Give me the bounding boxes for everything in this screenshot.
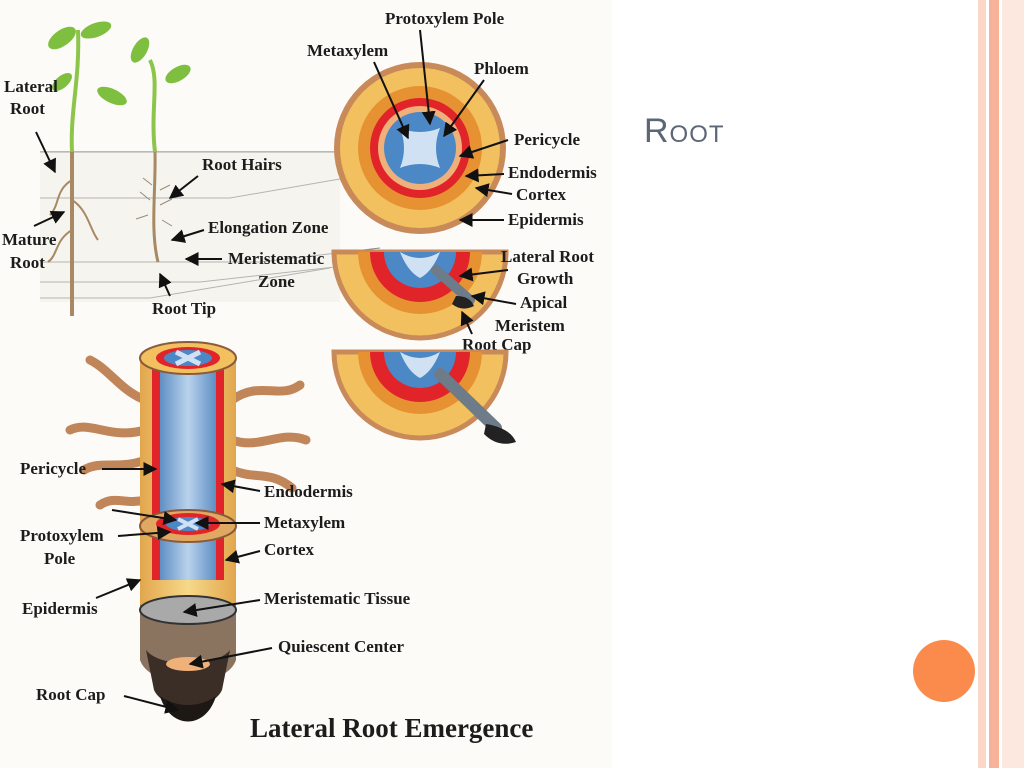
decorative-stripe-1	[978, 0, 986, 768]
slide-title: Root	[644, 112, 725, 150]
label-quiescent-center: Quiescent Center	[278, 637, 405, 656]
label-root-tip: Root Tip	[152, 299, 216, 318]
label-metaxylem-top: Metaxylem	[307, 41, 388, 60]
half-section-illustration: Lateral Root Growth Apical Meristem Root…	[331, 247, 594, 444]
label-elongation-zone: Elongation Zone	[208, 218, 329, 237]
label-metaxylem-bottom: Metaxylem	[264, 513, 345, 532]
diagram-title: Lateral Root Emergence	[250, 713, 533, 743]
label-apical-meristem-line1: Apical	[520, 293, 568, 312]
diagram-svg: Lateral Root Root Hairs Elongation Zone …	[2, 9, 597, 743]
label-meristematic-zone-line2: Zone	[258, 272, 295, 291]
label-epidermis-top: Epidermis	[508, 210, 584, 229]
decorative-circle	[913, 640, 975, 702]
label-lateral-root-growth-line2: Growth	[517, 269, 574, 288]
decorative-stripe-3	[989, 0, 999, 768]
label-mature-root-line1: Mature	[2, 230, 57, 249]
label-mature-root-line2: Root	[10, 253, 45, 272]
label-lateral-root-growth-line1: Lateral Root	[501, 247, 594, 266]
label-protoxylem-pole-bottom-line1: Protoxylem	[20, 526, 104, 545]
label-cortex-bottom: Cortex	[264, 540, 315, 559]
longitudinal-root-illustration: Pericycle Endodermis Metaxylem Protoxyle…	[20, 341, 411, 722]
label-meristematic-tissue: Meristematic Tissue	[264, 589, 411, 608]
label-root-cap-top: Root Cap	[462, 335, 531, 354]
root-diagram: Lateral Root Root Hairs Elongation Zone …	[2, 9, 598, 743]
seedling-illustration: Lateral Root Root Hairs Elongation Zone …	[2, 21, 381, 318]
label-pericycle-top: Pericycle	[514, 130, 581, 149]
cross-section-illustration: Protoxylem Pole Metaxylem Phloem Pericyc…	[307, 9, 597, 234]
label-phloem: Phloem	[474, 59, 529, 78]
label-epidermis-bottom: Epidermis	[22, 599, 98, 618]
label-lateral-root-line1: Lateral	[4, 77, 58, 96]
label-apical-meristem-line2: Meristem	[495, 316, 565, 335]
decorative-stripe-5	[1002, 0, 1024, 768]
decorative-stripe-4	[999, 0, 1002, 768]
label-protoxylem-pole-bottom-line2: Pole	[44, 549, 76, 568]
label-endodermis-bottom: Endodermis	[264, 482, 353, 501]
decorative-stripe-2	[986, 0, 989, 768]
label-pericycle-bottom: Pericycle	[20, 459, 87, 478]
label-cortex-top: Cortex	[516, 185, 567, 204]
label-root-hairs: Root Hairs	[202, 155, 282, 174]
label-lateral-root-line2: Root	[10, 99, 45, 118]
label-endodermis-top: Endodermis	[508, 163, 597, 182]
label-meristematic-zone-line1: Meristematic	[228, 249, 325, 268]
label-root-cap-bottom: Root Cap	[36, 685, 105, 704]
label-protoxylem-pole-top: Protoxylem Pole	[385, 9, 505, 28]
